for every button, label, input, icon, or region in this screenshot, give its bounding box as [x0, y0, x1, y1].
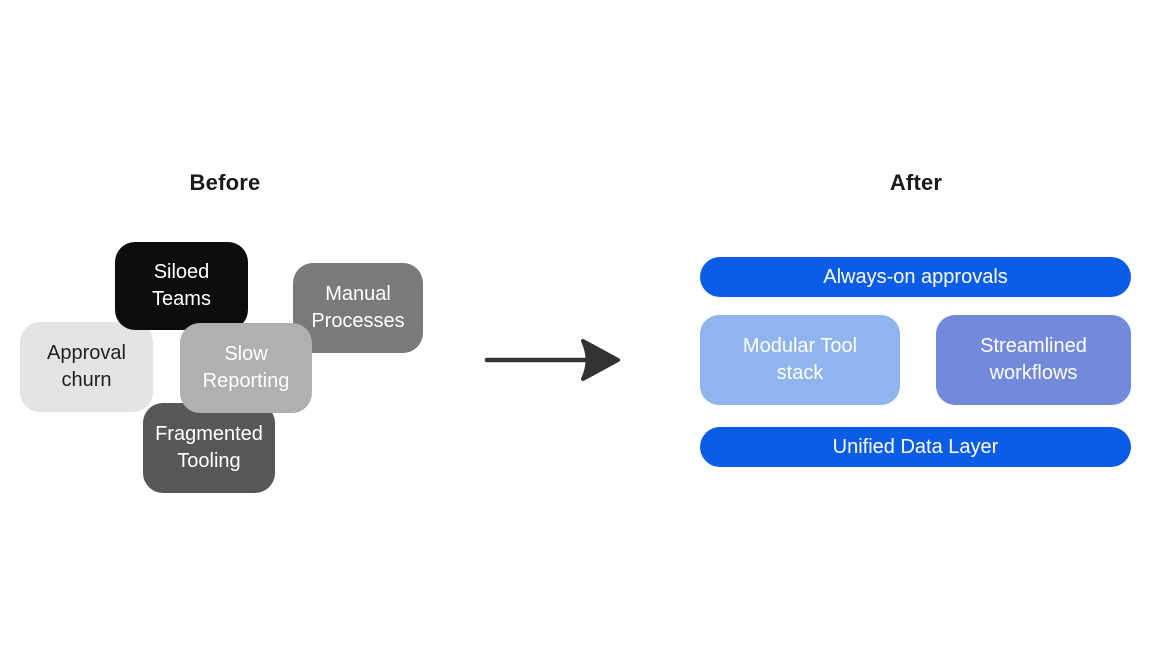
box-label: Fragmented Tooling [155, 423, 263, 472]
right-arrow-icon [484, 339, 620, 381]
after-title: After [889, 170, 943, 195]
before-title: Before [189, 170, 261, 195]
after-bar-unified-data-layer: Unified Data Layer [700, 427, 1131, 467]
box-label: Manual Processes [311, 283, 405, 332]
before-box-slow-reporting: Slow Reporting [180, 323, 312, 413]
before-box-approval-churn: Approval churn [20, 322, 153, 412]
box-label: Slow Reporting [202, 343, 290, 392]
after-bar-always-on-approvals: Always-on approvals [700, 257, 1131, 297]
before-box-fragmented-tooling: Fragmented Tooling [143, 403, 275, 493]
box-label: Approval churn [47, 342, 126, 391]
box-label: Modular Tool stack [742, 335, 858, 384]
box-label: Unified Data Layer [832, 435, 999, 458]
after-box-streamlined-workflows: Streamlined workflows [936, 315, 1131, 405]
before-box-siloed-teams: Siloed Teams [115, 242, 248, 330]
after-box-modular-tool-stack: Modular Tool stack [700, 315, 900, 405]
box-label: Siloed Teams [152, 261, 211, 310]
box-label: Streamlined workflows [980, 335, 1087, 384]
box-label: Always-on approvals [823, 265, 1008, 288]
before-box-manual-processes: Manual Processes [293, 263, 423, 353]
